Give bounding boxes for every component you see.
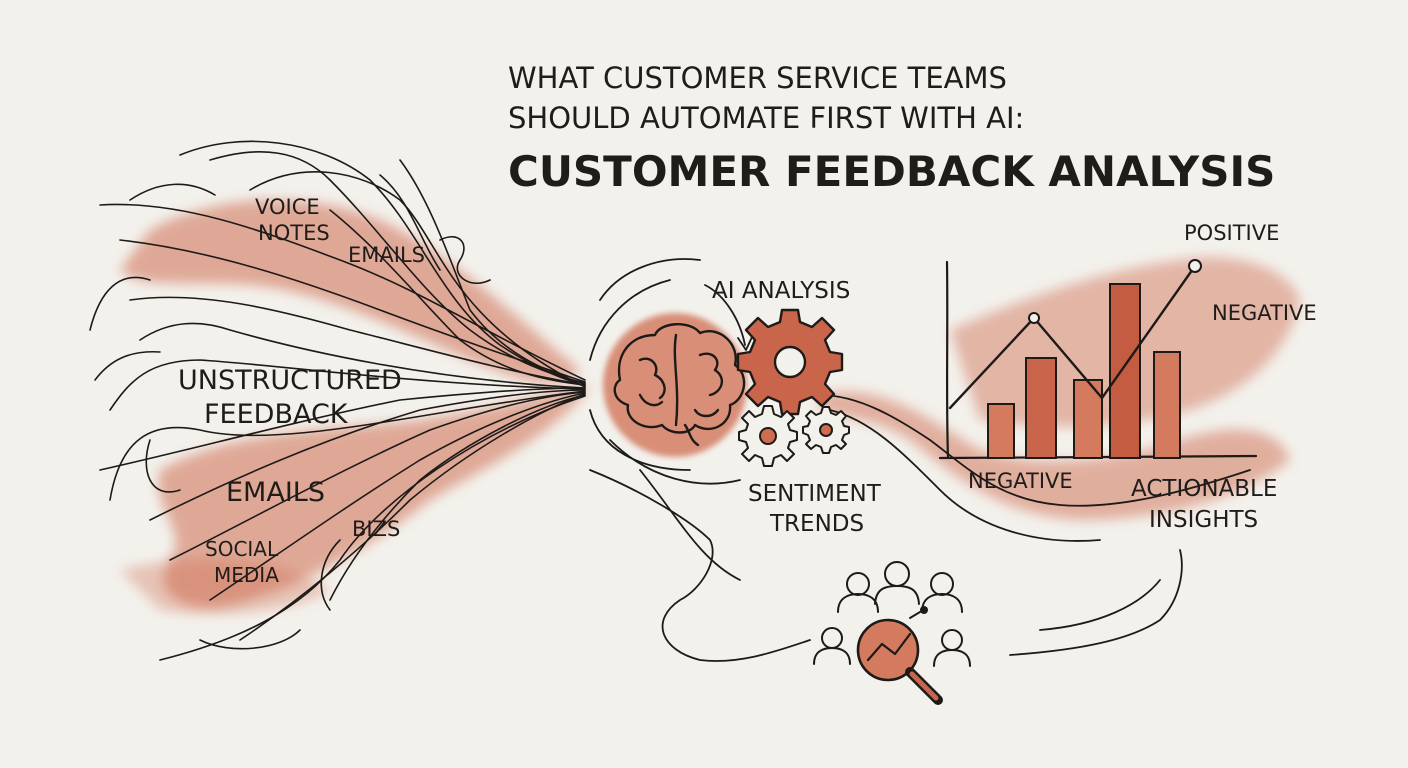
- label-positive: POSITIVE: [1184, 221, 1279, 245]
- chart-trend-line: [948, 264, 1197, 410]
- chart-bar-2: [1025, 357, 1057, 459]
- page-title: CUSTOMER FEEDBACK ANALYSIS: [508, 147, 1275, 196]
- process-flow-lines: [589, 258, 1251, 662]
- chart-y-axis: [945, 260, 950, 460]
- sparkle-dot: [920, 606, 928, 614]
- chart-point-1: [1028, 312, 1040, 324]
- chart-bar-5: [1153, 351, 1181, 459]
- gears-icon: [736, 308, 850, 467]
- sentiment-chart: [938, 259, 1258, 460]
- arc-into-ai: [589, 279, 671, 361]
- magnifier-icon: [856, 618, 943, 705]
- label-insights: INSIGHTS: [1149, 507, 1258, 533]
- wash-middle-band: [820, 391, 1290, 520]
- chart-bar-1: [987, 403, 1015, 459]
- wash-bottom-left: [120, 559, 330, 614]
- label-negative-bottom: NEGATIVE: [968, 469, 1073, 493]
- small-gear-icon-1: [738, 405, 798, 467]
- label-bizs: BIZS: [352, 517, 400, 541]
- label-unstructured: UNSTRUCTURED: [178, 365, 402, 396]
- arrow-arc: [704, 284, 746, 346]
- label-notes: NOTES: [258, 221, 330, 245]
- label-actionable: ACTIONABLE: [1131, 476, 1277, 502]
- tangled-feedback-lines: [89, 140, 586, 661]
- label-voice: VOICE: [255, 195, 320, 219]
- label-negative-top: NEGATIVE: [1212, 301, 1317, 325]
- label-ai-analysis: AI ANALYSIS: [712, 278, 850, 304]
- label-emails-top: EMAILS: [348, 243, 425, 267]
- chart-point-2: [1188, 259, 1202, 273]
- title-line-1: WHAT CUSTOMER SERVICE TEAMS: [508, 61, 1007, 95]
- label-trends: TRENDS: [769, 511, 864, 537]
- team-insights-icon: [813, 561, 971, 705]
- label-social: SOCIAL: [205, 537, 279, 561]
- wash-brain-circle: [603, 313, 747, 457]
- brain-icon: [613, 323, 746, 447]
- title-line-2: SHOULD AUTOMATE FIRST WITH AI:: [508, 101, 1024, 135]
- label-sentiment: SENTIMENT: [748, 481, 882, 507]
- wash-upper-left: [120, 200, 580, 384]
- labels: WHAT CUSTOMER SERVICE TEAMS SHOULD AUTOM…: [178, 61, 1317, 587]
- chart-bar-4: [1109, 283, 1141, 459]
- people-icon: [813, 561, 971, 667]
- arrow-head: [737, 336, 753, 351]
- large-gear-icon: [736, 308, 844, 416]
- label-media: MEDIA: [214, 563, 279, 587]
- small-gear-icon-2: [802, 406, 850, 454]
- label-emails-bottom: EMAILS: [226, 477, 325, 508]
- label-feedback: FEEDBACK: [204, 399, 349, 430]
